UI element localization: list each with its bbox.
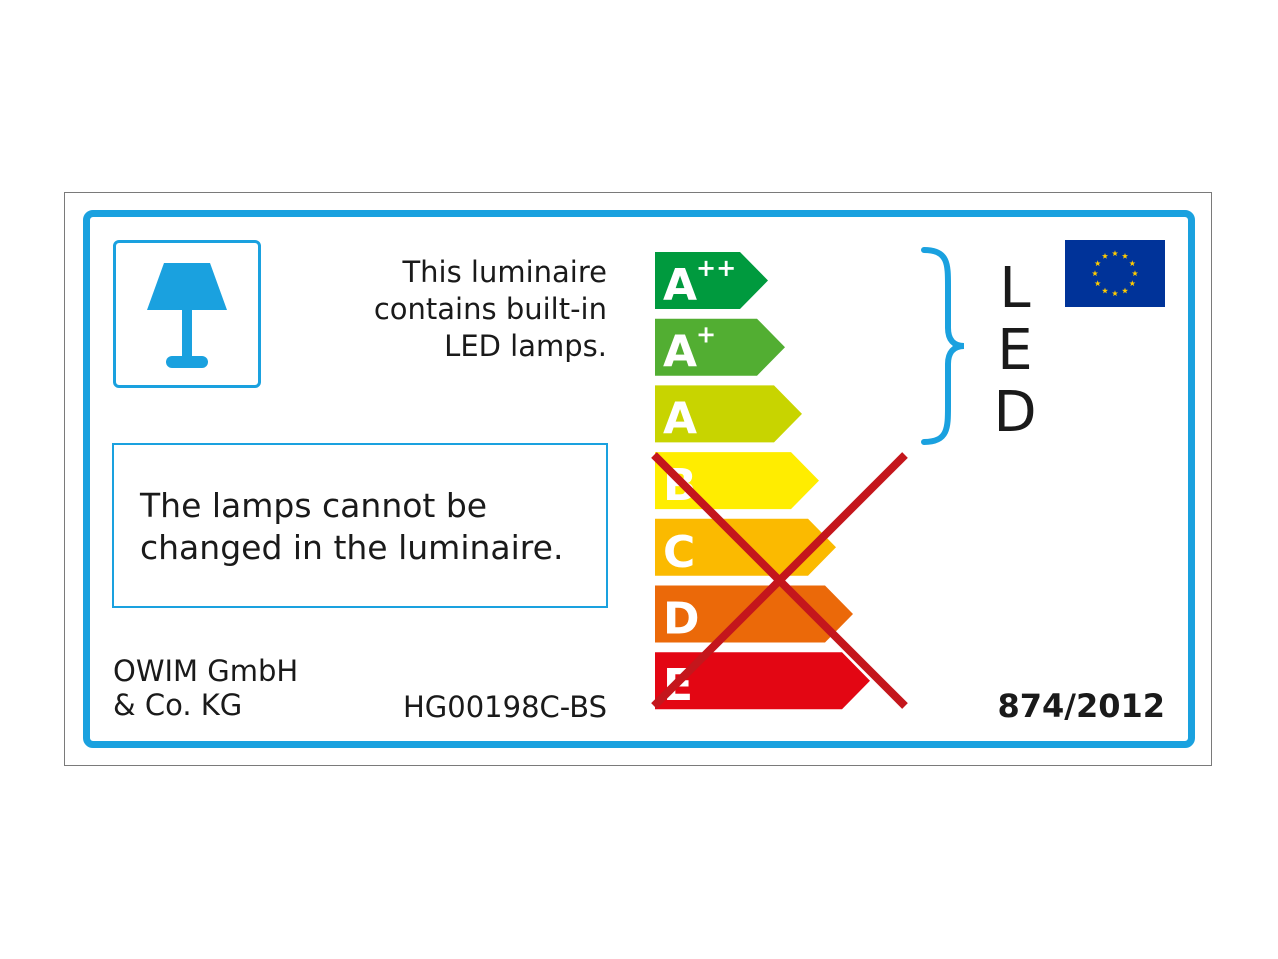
intro-text: This luminaire contains built-in LED lam… <box>374 254 607 365</box>
eu-star <box>1111 290 1119 297</box>
energy-class-label: A <box>663 260 697 311</box>
eu-flag-icon <box>1065 240 1165 307</box>
manufacturer-line: & Co. KG <box>113 688 243 722</box>
notice-line: changed in the luminaire. <box>140 528 564 567</box>
energy-class-arrow <box>655 652 870 710</box>
eu-star <box>1111 250 1119 257</box>
notice-box: The lamps cannot be changed in the lumin… <box>112 443 608 608</box>
table-lamp-icon <box>147 263 227 368</box>
intro-line: contains built-in <box>373 292 607 326</box>
intro-line: LED lamps. <box>444 329 607 363</box>
energy-class-label: A <box>663 327 697 378</box>
manufacturer: OWIM GmbH & Co. KG <box>113 654 298 722</box>
energy-class-label: A <box>663 393 697 444</box>
eu-star <box>1094 260 1101 267</box>
regulation-number: 874/2012 <box>997 687 1165 725</box>
notice-line: The lamps cannot be <box>140 486 488 525</box>
eu-star <box>1101 287 1109 294</box>
energy-class-label: D <box>663 594 700 645</box>
energy-class-arrow <box>655 385 802 443</box>
eu-star <box>1121 287 1129 294</box>
cross-line <box>651 452 908 709</box>
eu-star <box>1101 252 1109 259</box>
model-number: HG00198C-BS <box>402 690 607 724</box>
energy-class-label: C <box>663 527 695 578</box>
eu-star <box>1094 280 1101 287</box>
notice-text: The lamps cannot be changed in the lumin… <box>140 485 563 569</box>
energy-class-superscript: ++ <box>696 254 736 282</box>
intro-line: This luminaire <box>402 255 607 289</box>
led-letter-d: D <box>993 380 1037 445</box>
eu-star <box>1091 270 1099 277</box>
manufacturer-line: OWIM GmbH <box>113 654 299 688</box>
lamp-icon-box <box>113 240 261 388</box>
curly-brace-icon <box>921 247 965 445</box>
energy-class-superscript: + <box>696 321 716 349</box>
eu-star <box>1129 260 1136 267</box>
energy-class-arrow <box>655 318 785 376</box>
label-frame <box>83 210 1195 748</box>
energy-class-arrow <box>655 252 768 309</box>
led-letter-e: E <box>997 318 1033 383</box>
eu-star <box>1129 280 1136 287</box>
label-border <box>64 192 1212 766</box>
eu-star <box>1121 252 1129 259</box>
eu-star <box>1131 270 1139 277</box>
led-letter-l: L <box>999 256 1031 321</box>
